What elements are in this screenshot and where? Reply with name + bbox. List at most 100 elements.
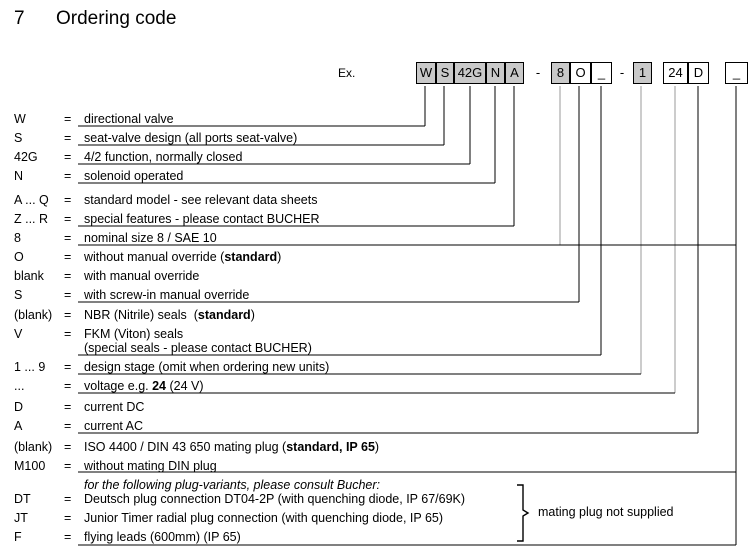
code-box-9: 24 [663, 62, 688, 84]
legend-row: D = current DC [0, 400, 753, 419]
legend-row-key: V [14, 327, 23, 341]
legend-row-description: without mating DIN plug [84, 459, 217, 473]
legend-row-equals: = [64, 327, 72, 341]
legend-row-key: JT [14, 511, 28, 525]
legend-row-equals: = [64, 212, 72, 226]
legend-row-equals: = [64, 511, 72, 525]
legend-row-description: (special seals - please contact BUCHER) [84, 341, 312, 355]
legend-row-description: seat-valve design (all ports seat-valve) [84, 131, 298, 145]
legend-row-description: for the following plug-variants, please … [84, 478, 380, 492]
legend-row: Z ... R = special features - please contac… [0, 212, 753, 231]
code-separator-1: - [619, 65, 625, 80]
legend-row-key: 1 ... 9 [14, 360, 46, 374]
legend-row-equals: = [64, 169, 72, 183]
legend-row-key: A ... Q [14, 193, 49, 207]
legend-row-equals: = [64, 419, 72, 433]
legend-row-description: special features - please contact BUCHER [84, 212, 320, 226]
legend-row-equals: = [64, 131, 72, 145]
legend-row-description: design stage (omit when ordering new uni… [84, 360, 330, 374]
legend-row-key: DT [14, 492, 31, 506]
code-box-4: A [505, 62, 524, 84]
legend-row: M100 = without mating DIN plug [0, 459, 753, 478]
legend-row-description: solenoid operated [84, 169, 184, 183]
code-box-8: 1 [633, 62, 652, 84]
section-number: 7 [14, 8, 25, 29]
legend-row-equals: = [64, 150, 72, 164]
legend-row-equals: = [64, 360, 72, 374]
legend-row-key: (blank) [14, 308, 53, 322]
legend-row-key: 8 [14, 231, 21, 245]
legend-row-key: N [14, 169, 24, 183]
legend-row-equals: = [64, 530, 72, 544]
legend-row: 8 = nominal size 8 / SAE 10 [0, 231, 753, 250]
legend-row: F = flying leads (600mm) (IP 65) [0, 530, 753, 549]
legend-row-equals: = [64, 288, 72, 302]
legend-row-equals: = [64, 193, 72, 207]
example-label: Ex. [338, 66, 356, 80]
code-separator-0: - [535, 65, 541, 80]
legend-row: A ... Q = standard model - see relevant da… [0, 193, 753, 212]
legend-row-equals: = [64, 250, 72, 264]
legend-row-description: nominal size 8 / SAE 10 [84, 231, 217, 245]
legend-row-equals: = [64, 400, 72, 414]
legend-row: (special seals - please contact BUCHER) [0, 341, 753, 360]
legend-row: S = with screw-in manual override [0, 288, 753, 307]
grouping-brace [515, 484, 531, 545]
legend-row-key: Z ... R [14, 212, 49, 226]
code-box-0: W [416, 62, 436, 84]
legend-row-description: ISO 4400 / DIN 43 650 mating plug (stand… [84, 440, 380, 454]
legend-row-key: S [14, 288, 23, 302]
legend-row: O=without manual override (standard) [0, 250, 753, 269]
code-box-3: N [486, 62, 505, 84]
legend-row-description: FKM (Viton) seals [84, 327, 184, 341]
legend-row-key: D [14, 400, 24, 414]
section-title: Ordering code [56, 8, 177, 29]
legend-row: W = directional valve [0, 112, 753, 131]
legend-row: ... = voltage e.g. 24 (24 V) [0, 379, 753, 398]
legend-row-key: blank [14, 269, 44, 283]
legend-row-equals: = [64, 440, 72, 454]
legend-row-equals: = [64, 269, 72, 283]
legend-row: for the following plug-variants, please … [0, 478, 753, 497]
legend-row: blank = with manual override [0, 269, 753, 288]
legend-row-description: NBR (Nitrile) seals (standard) [84, 308, 255, 322]
code-box-6: O [570, 62, 591, 84]
legend-row: N = solenoid operated [0, 169, 753, 188]
legend-row-equals: = [64, 492, 72, 506]
legend-row-key: W [14, 112, 26, 126]
legend-row-description: Junior Timer radial plug connection (wit… [84, 511, 444, 525]
legend-row-equals: = [64, 231, 72, 245]
legend-row: 42G=4/2 function, normally closed [0, 150, 753, 169]
legend-row-key: (blank) [14, 440, 53, 454]
legend-row: V = FKM (Viton) seals [0, 327, 753, 346]
legend-row-description: Deutsch plug connection DT04-2P (with qu… [84, 492, 466, 506]
legend-row-description: with screw-in manual override [84, 288, 250, 302]
code-box-5: 8 [551, 62, 570, 84]
legend-row-key: S [14, 131, 23, 145]
legend-row-description: directional valve [84, 112, 174, 126]
legend-row-equals: = [64, 308, 72, 322]
legend-row: DT = Deutsch plug connection DT04-2P (with… [0, 492, 753, 511]
legend-row-key: F [14, 530, 22, 544]
legend-row-description: standard model - see relevant data sheet… [84, 193, 318, 207]
legend-row-description: without manual override (standard) [84, 250, 282, 264]
legend-row-description: with manual override [84, 269, 200, 283]
legend-row-equals: = [64, 459, 72, 473]
legend-row-key: ... [14, 379, 25, 393]
legend-row-description: current DC [84, 400, 145, 414]
code-box-1: S [436, 62, 454, 84]
legend-row-description: 4/2 function, normally closed [84, 150, 243, 164]
legend-row-description: voltage e.g. 24 (24 V) [84, 379, 204, 393]
legend-row: (blank) = ISO 4400 / DIN 43 650 mating plu… [0, 440, 753, 459]
legend-row: (blank) = NBR (Nitrile) seals (standard) [0, 308, 753, 327]
legend-row-equals: = [64, 112, 72, 126]
legend-row-description: current AC [84, 419, 144, 433]
legend-row: JT = Junior Timer radial plug connection (… [0, 511, 753, 530]
code-box-7: _ [591, 62, 612, 84]
legend-row-key: M100 [14, 459, 46, 473]
page-title: 7 Ordering code [0, 8, 753, 40]
legend-row-equals: = [64, 379, 72, 393]
legend-row-description: flying leads (600mm) (IP 65) [84, 530, 241, 544]
